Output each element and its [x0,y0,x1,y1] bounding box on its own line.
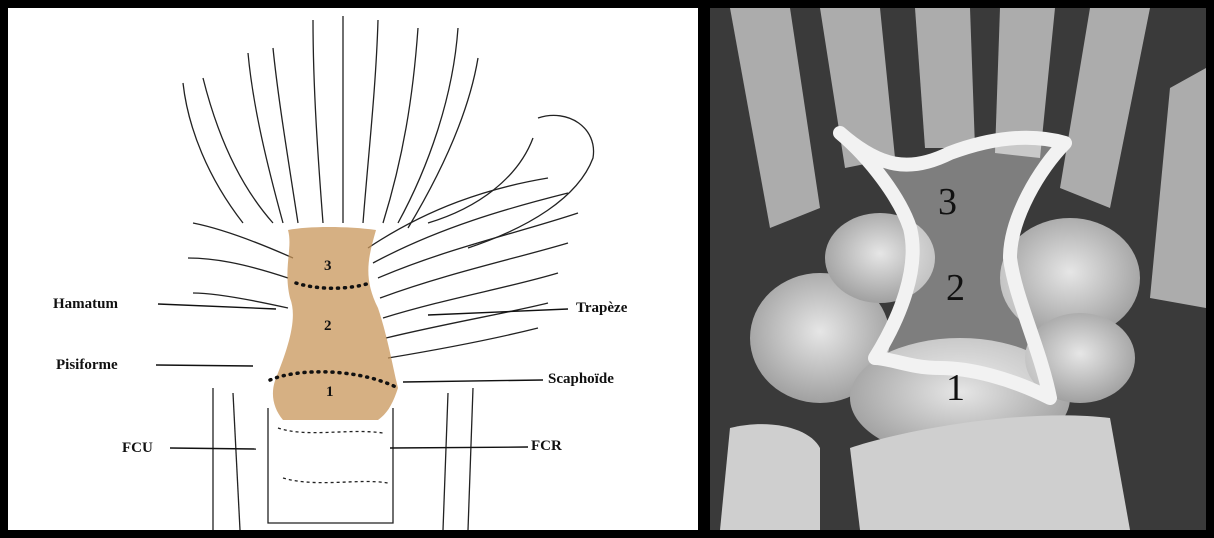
label-scaphoide: Scaphoïde [548,371,614,388]
label-trapeze: Trapèze [576,300,627,317]
zone-2-number: 2 [324,318,332,335]
xray-zone-2-number: 2 [946,266,965,310]
zone-1-number: 1 [326,384,334,401]
label-fcr: FCR [531,438,562,455]
label-pisiforme: Pisiforme [56,357,118,374]
carpal-tunnel-zone [273,227,398,420]
label-fcu: FCU [122,440,153,457]
label-hamatum: Hamatum [53,296,118,313]
finger-line [183,83,243,223]
anatomy-drawing-panel: Hamatum Pisiforme FCU Trapèze Scaphoïde … [8,8,698,530]
zone-3-number: 3 [324,258,332,275]
xray-panel: 3 2 1 [710,8,1206,530]
xray-zone-1-number: 1 [946,366,965,410]
anatomy-drawing [8,8,698,530]
xray-zone-3-number: 3 [938,180,957,224]
